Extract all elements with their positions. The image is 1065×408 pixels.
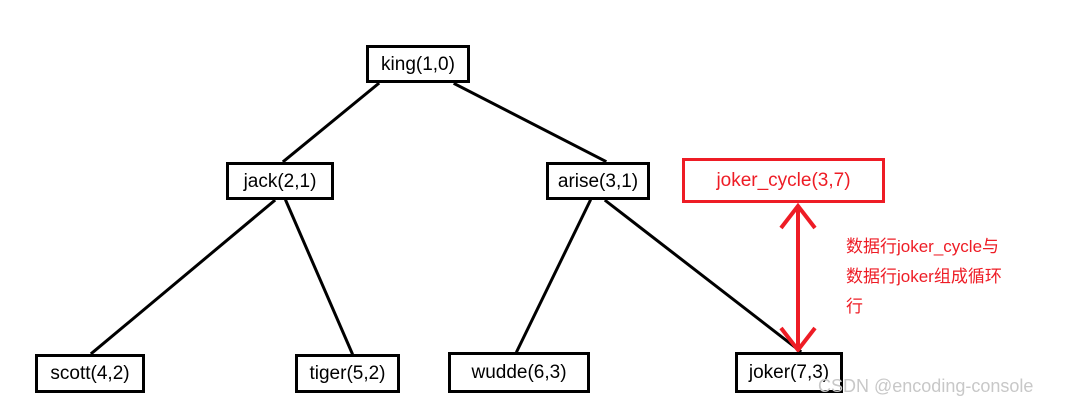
node-label-arise: arise(3,1) [557, 170, 639, 192]
edge-arise-joker [603, 198, 803, 354]
node-arise[interactable]: arise(3,1) [546, 162, 650, 200]
node-label-scott: scott(4,2) [50, 363, 130, 384]
node-label-king: king(1,0) [381, 53, 455, 75]
cycle-arrow-head-down [779, 326, 817, 354]
edge-arise-wudde [514, 198, 593, 354]
edge-jack-tiger [284, 199, 354, 355]
cycle-arrow-head-up [779, 202, 817, 230]
node-jack[interactable]: jack(2,1) [226, 162, 334, 200]
node-scott[interactable]: scott(4,2) [35, 354, 145, 393]
node-tiger[interactable]: tiger(5,2) [295, 354, 400, 393]
edge-king-jack [281, 81, 381, 164]
node-joker[interactable]: joker(7,3) [735, 352, 843, 393]
node-wudde[interactable]: wudde(6,3) [448, 352, 590, 393]
edge-group [89, 81, 803, 356]
edge-king-arise [452, 81, 608, 164]
node-king[interactable]: king(1,0) [366, 45, 470, 83]
node-label-wudde: wudde(6,3) [471, 362, 567, 383]
node-label-tiger: tiger(5,2) [309, 363, 386, 384]
node-label-joker: joker(7,3) [748, 362, 830, 383]
node-joker-cycle[interactable]: joker_cycle(3,7) [682, 158, 885, 203]
csdn-watermark: CSDN @encoding-console [818, 376, 1034, 396]
annotation-line-2: 数据行joker组成循环 [846, 267, 1002, 286]
edge-jack-scott [89, 198, 277, 356]
node-label-jack: jack(2,1) [243, 170, 317, 192]
cycle-arrow-group [779, 202, 817, 354]
node-label-joker-cycle: joker_cycle(3,7) [716, 170, 851, 191]
cycle-annotation-text: 数据行joker_cycle与 数据行joker组成循环 行 [846, 232, 1061, 322]
annotation-line-3: 行 [846, 297, 863, 316]
annotation-line-1: 数据行joker_cycle与 [846, 237, 1000, 256]
